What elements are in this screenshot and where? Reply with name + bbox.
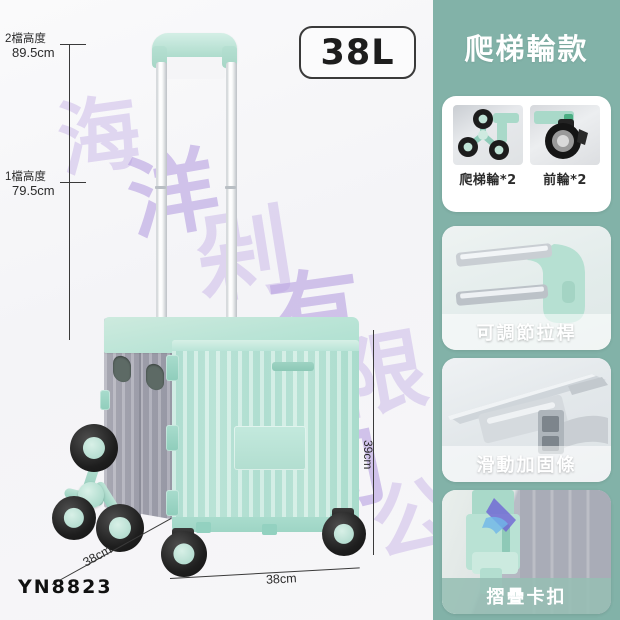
front-name-card-slot [234,426,306,470]
right-feature-panel: 爬梯輪款 [433,0,620,620]
volume-badge-label: 38L [320,32,395,73]
height-stage2-value: 89.5cm [12,45,55,60]
caster-wheel-icon [530,105,600,165]
wheel-caption-stair: 爬梯輪*2 [459,173,517,188]
cart-side-vent-1 [113,354,131,384]
front-caster-left [161,531,207,577]
sliding-rail-glyph [448,374,608,454]
height-stage2-label: 2檔高度 [5,33,46,45]
wheel-item-stair: 爬梯輪*2 [453,105,523,188]
front-panel-top-edge [172,340,359,351]
model-number: YN8823 [18,576,113,598]
front-caster-right [322,512,366,556]
cart-side-fold-seam [139,342,141,525]
height-measure-line [69,44,70,340]
cart-foot-left [196,522,211,533]
height-stage2-tick [60,44,86,45]
feature-card-buckle: 摺疊卡扣 [442,490,611,614]
cart-front-panel [172,340,359,532]
feature-caption-handle: 可調節拉桿 [442,314,611,350]
height-stage1-value: 79.5cm [12,183,55,198]
cart-illustration [0,0,433,620]
stair-wheel-icon [453,105,523,165]
stair-wheel-glyph [458,109,519,160]
cart-side-clip [100,390,110,410]
stair-wheel-tire-right [96,504,144,552]
handle-tube-right [226,62,237,324]
box-height-measure-line [373,330,374,555]
height-stage1-tick [60,182,86,183]
feature-caption-buckle: 摺疊卡扣 [442,578,611,614]
cart-front-clip-bottom [166,490,179,516]
feature-card-handle: 可調節拉桿 [442,226,611,350]
height-stage1-label: 1檔高度 [5,171,46,183]
feature-caption-bar: 滑動加固條 [442,446,611,482]
handle-stage-notch-right [225,186,236,189]
left-product-panel: 海 洋 剁 有 限 司 公 [0,0,433,620]
telescopic-handle-glyph [455,243,585,323]
stair-wheel-tire-left [52,496,96,540]
panel-title: 爬梯輪款 [464,32,589,66]
cart-foot-mid [262,524,277,535]
cart-front-clip-mid [166,425,179,451]
handle-stage-notch-left [155,186,166,189]
cart-front-clip-top [166,355,179,381]
stair-wheel-tire-top [70,424,118,472]
volume-badge: 38L [299,26,416,79]
lid-latch [272,362,314,371]
wheels-card: 爬梯輪*2 前輪*2 [442,96,611,212]
handle-tube-left [156,62,167,324]
feature-card-bar: 滑動加固條 [442,358,611,482]
cart-side-vent-2 [146,362,164,392]
caster-wheel-glyph [534,111,588,159]
box-height-value: 39cm [361,440,375,470]
wheel-caption-front: 前輪*2 [543,173,587,188]
wheel-item-front: 前輪*2 [530,105,600,188]
box-width-value: 38cm [265,571,297,587]
